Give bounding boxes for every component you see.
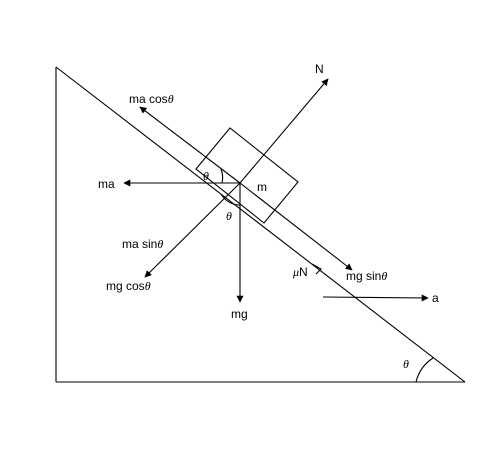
theta-arc-upper — [220, 168, 224, 184]
label-mg-sin: mg sinθ — [346, 269, 387, 283]
friction-arrowhead — [311, 263, 322, 275]
theta-arc-base — [415, 357, 434, 383]
label-theta-lower: θ — [226, 209, 232, 223]
plane-hypotenuse — [55, 66, 466, 383]
label-ma-sin: ma sinθ — [122, 237, 163, 251]
ma-sin-arrow — [144, 182, 241, 278]
label-ma-cos: ma cosθ — [129, 92, 174, 106]
label-friction: μN — [292, 265, 308, 279]
label-theta-base: θ — [403, 357, 409, 371]
ma-cos-arrow — [139, 106, 241, 184]
theta-arc-lower — [220, 193, 241, 206]
acceleration-arrow — [322, 294, 429, 302]
label-N: N — [315, 62, 324, 76]
inclined-plane — [55, 66, 466, 383]
label-theta-upper: θ — [203, 169, 209, 183]
label-mg-cos: mg cosθ — [106, 279, 151, 293]
normal-force-arrow — [239, 78, 329, 184]
label-a: a — [432, 291, 439, 305]
label-mg: mg — [231, 307, 248, 321]
block — [195, 127, 299, 224]
label-ma: ma — [98, 177, 115, 191]
mg-sin-arrow — [239, 182, 353, 271]
label-m: m — [257, 180, 267, 194]
